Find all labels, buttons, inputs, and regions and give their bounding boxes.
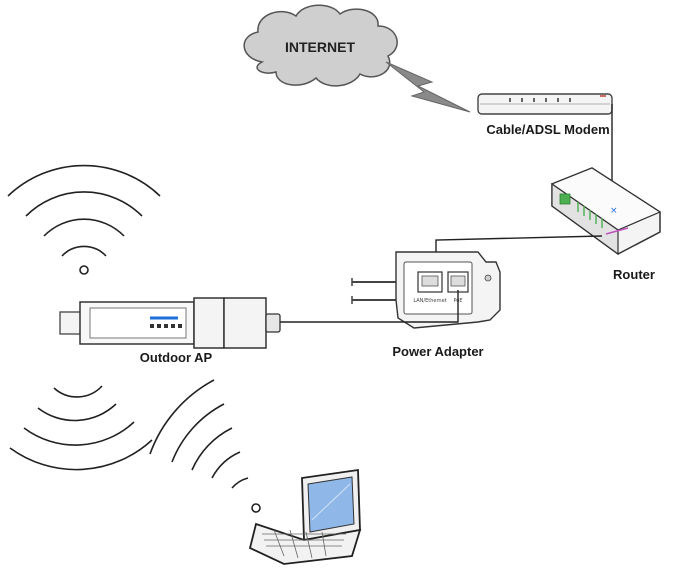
outdoor-ap-label: Outdoor AP — [140, 350, 213, 365]
power-adapter-device: LAN/Ethernet PoE Power Adapter — [352, 252, 500, 359]
port-lan-label: LAN/Ethernet — [413, 298, 446, 304]
wifi-waves-bottom — [10, 386, 152, 470]
internet-cloud: INTERNET — [244, 5, 397, 86]
internet-label: INTERNET — [285, 39, 355, 55]
outdoor-ap-device: Outdoor AP — [60, 298, 280, 365]
modem-device: Cable/ADSL Modem — [478, 94, 612, 137]
lightning-icon — [386, 62, 470, 112]
router-device: × Router — [552, 168, 660, 282]
svg-text:×: × — [610, 206, 618, 216]
power-adapter-label: Power Adapter — [392, 344, 483, 359]
laptop-icon — [250, 470, 360, 564]
router-label: Router — [613, 267, 655, 282]
modem-label: Cable/ADSL Modem — [486, 122, 609, 137]
wifi-waves-top — [8, 166, 160, 274]
wifi-waves-laptop — [150, 380, 260, 512]
